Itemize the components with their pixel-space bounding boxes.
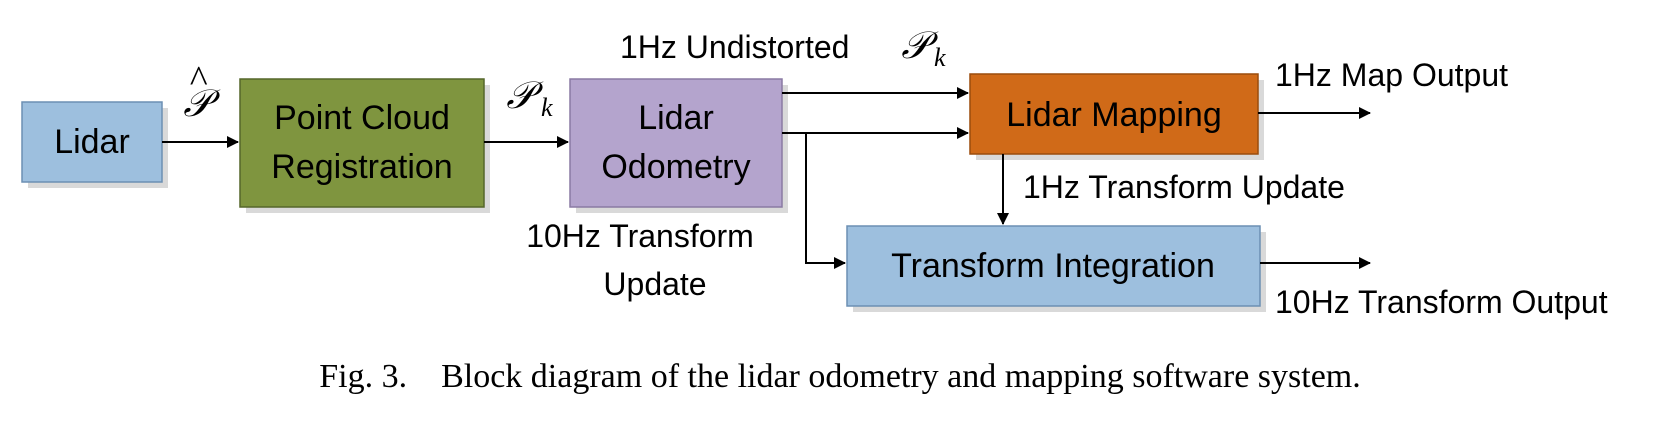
map-output-label: 1Hz Map Output [1275, 57, 1508, 93]
edge-odometry-to-integration [805, 133, 846, 269]
figure-caption: Fig. 3. Block diagram of the lidar odome… [0, 358, 1680, 396]
edge-mapping-integration-label: 1Hz Transform Update [1023, 169, 1345, 205]
lidar-label: Lidar [54, 123, 130, 161]
caption-label: Fig. 3. [319, 358, 408, 395]
odometry-box [569, 78, 783, 208]
odometry-label-line1: Lidar [638, 99, 714, 137]
node-odometry: Lidar Odometry [569, 78, 783, 208]
registration-box [239, 78, 485, 208]
registration-label-line1: Point Cloud [274, 99, 450, 137]
integration-box [846, 225, 1261, 307]
edge-registration-odometry-symbol: 𝒫 [506, 75, 544, 117]
edge-registration-odometry-subscript: k [541, 93, 553, 122]
edge-undistorted-subscript: k [934, 43, 946, 72]
node-integration: Transform Integration [846, 225, 1261, 307]
edge-odometry-integration-label-line1: 10Hz Transform [526, 218, 754, 254]
edge-undistorted-label: 1Hz Undistorted [620, 29, 849, 65]
edge-odometry-integration-label-line2: Update [603, 266, 706, 302]
lidar-box [21, 101, 163, 183]
mapping-label: Lidar Mapping [1006, 96, 1221, 134]
node-lidar: Lidar [21, 101, 163, 183]
transform-output-label: 10Hz Transform Output [1275, 284, 1608, 320]
odometry-label-line2: Odometry [601, 148, 750, 186]
mapping-box [969, 73, 1259, 155]
caption-text: Block diagram of the lidar odometry and … [441, 358, 1361, 395]
integration-label: Transform Integration [891, 247, 1215, 285]
edge-lidar-registration-accent: ^ [189, 59, 208, 101]
node-registration: Point Cloud Registration [239, 78, 485, 208]
node-mapping: Lidar Mapping [969, 73, 1259, 155]
registration-label-line2: Registration [271, 148, 452, 186]
